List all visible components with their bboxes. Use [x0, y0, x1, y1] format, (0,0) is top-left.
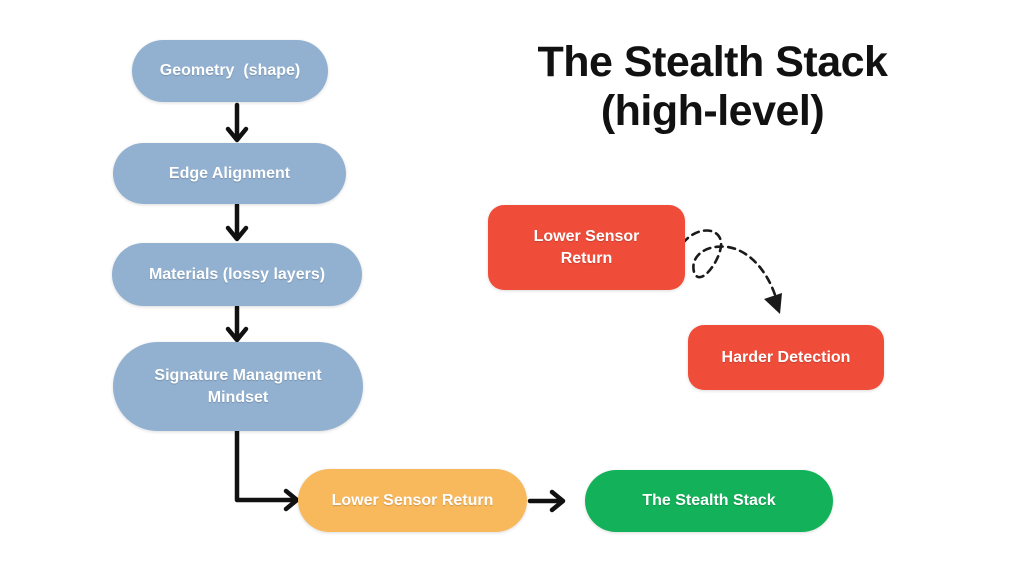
dashed-loop-arrow	[681, 229, 782, 314]
flow-node-signature-management: Signature Managment Mindset	[113, 342, 363, 431]
flow-node-label: The Stealth Stack	[642, 492, 776, 510]
arrow-signature-to-lower	[234, 428, 300, 512]
arrow-geometry-to-edge	[225, 102, 249, 143]
callout-harder-detection: Harder Detection	[688, 325, 884, 390]
flow-node-label: Edge Alignment	[168, 164, 291, 182]
flow-node-label: Lower Sensor Return	[331, 491, 494, 509]
flow-node-geometry: Geometry (shape)	[132, 40, 328, 102]
arrow-lower-to-stack	[527, 489, 566, 513]
dashed-arrowhead	[764, 293, 782, 314]
arrow-edge-to-materials	[225, 202, 249, 242]
flow-node-label: Geometry (shape)	[159, 62, 301, 80]
callout-label: Harder Detection	[721, 348, 851, 366]
title-line-2: (high-level)	[600, 87, 825, 135]
flow-node-edge-alignment: Edge Alignment	[113, 143, 346, 204]
flow-node-label: Signature Managment Mindset	[154, 366, 327, 406]
flow-node-label: Materials (lossy layers)	[148, 265, 326, 283]
arrow-materials-to-signature	[225, 304, 249, 343]
callout-lower-sensor-return: Lower Sensor Return	[488, 205, 685, 290]
page-title: The Stealth Stack (high-level)	[490, 38, 935, 136]
title-line-1: The Stealth Stack	[537, 38, 888, 86]
flow-node-lower-sensor-return: Lower Sensor Return	[298, 469, 527, 532]
flow-node-stealth-stack: The Stealth Stack	[585, 470, 833, 532]
flow-node-materials: Materials (lossy layers)	[112, 243, 362, 306]
callout-label: Lower Sensor Return	[533, 227, 644, 267]
